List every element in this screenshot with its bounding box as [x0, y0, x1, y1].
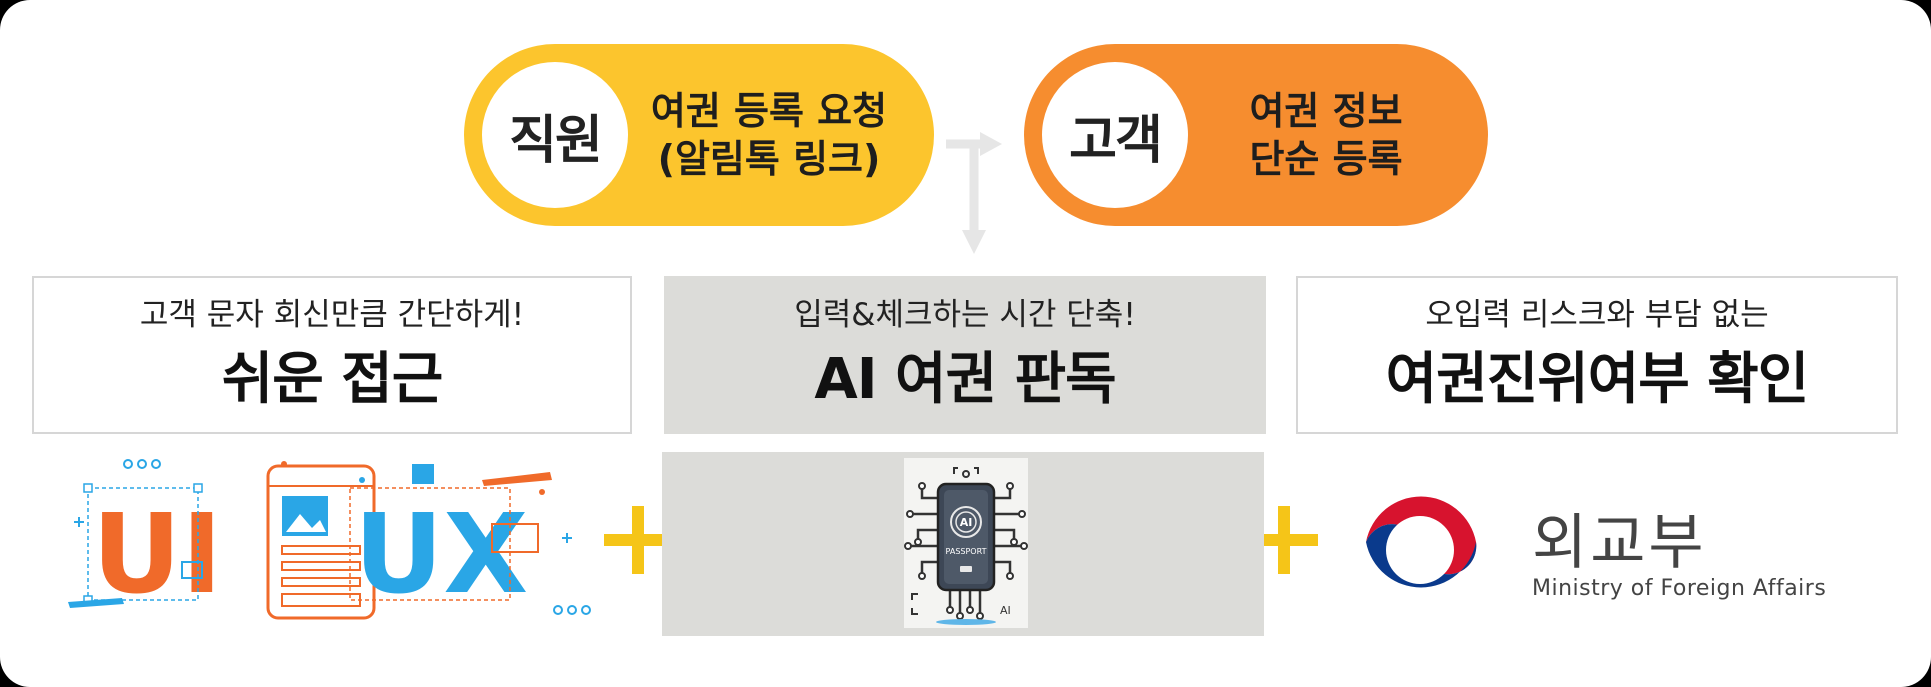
staff-step-line1: 여권 등록 요청: [650, 89, 888, 133]
corner-ai-tag: AI: [1000, 604, 1011, 617]
customer-step-text: 여권 정보 단순 등록: [1184, 44, 1468, 226]
staff-role-label: 직원: [482, 62, 628, 208]
mofa-korean-name: 외교부: [1532, 508, 1707, 578]
card-title: AI 여권 판독: [814, 347, 1116, 412]
card-title: 쉬운 접근: [221, 347, 444, 412]
customer-role-label: 고객: [1042, 62, 1188, 208]
ai-passport-image-box: AI PASSPORT AI: [662, 452, 1264, 636]
ux-letters: UX: [354, 490, 528, 618]
mofa-emblem-icon: [1352, 482, 1488, 618]
customer-step-line2: 단순 등록: [1249, 137, 1403, 181]
card-subtitle: 오입력 리스크와 부담 없는: [1425, 297, 1769, 333]
plus-icon: [604, 506, 672, 574]
staff-step-line2: (알림톡 링크): [657, 137, 881, 181]
passport-verify-card: 오입력 리스크와 부담 없는 여권진위여부 확인: [1296, 276, 1898, 434]
staff-step-pill: 직원 여권 등록 요청 (알림톡 링크): [464, 44, 934, 226]
card-subtitle: 입력&체크하는 시간 단축!: [794, 297, 1136, 333]
ai-passport-card: 입력&체크하는 시간 단축! AI 여권 판독: [664, 276, 1266, 434]
ui-letters: UI: [92, 490, 222, 618]
customer-step-line1: 여권 정보: [1249, 89, 1403, 133]
easy-access-card: 고객 문자 회신만큼 간단하게! 쉬운 접근: [32, 276, 632, 434]
ai-passport-chip-icon: AI PASSPORT AI: [904, 458, 1028, 628]
mofa-english-name: Ministry of Foreign Affairs: [1532, 576, 1827, 601]
passport-label: PASSPORT: [946, 547, 987, 556]
plus-icon: [1250, 506, 1318, 574]
ui-ux-illustration: UI UX: [68, 459, 591, 620]
card-subtitle: 고객 문자 회신만큼 간단하게!: [139, 297, 525, 333]
staff-step-text: 여권 등록 요청 (알림톡 링크): [624, 44, 914, 226]
flow-arrows: [946, 132, 1002, 254]
arrow-down-head: [962, 230, 986, 254]
card-title: 여권진위여부 확인: [1385, 347, 1810, 412]
arrow-right-head: [980, 132, 1002, 156]
passport-ai-badge: AI: [960, 516, 973, 529]
customer-step-pill: 고객 여권 정보 단순 등록: [1024, 44, 1488, 226]
